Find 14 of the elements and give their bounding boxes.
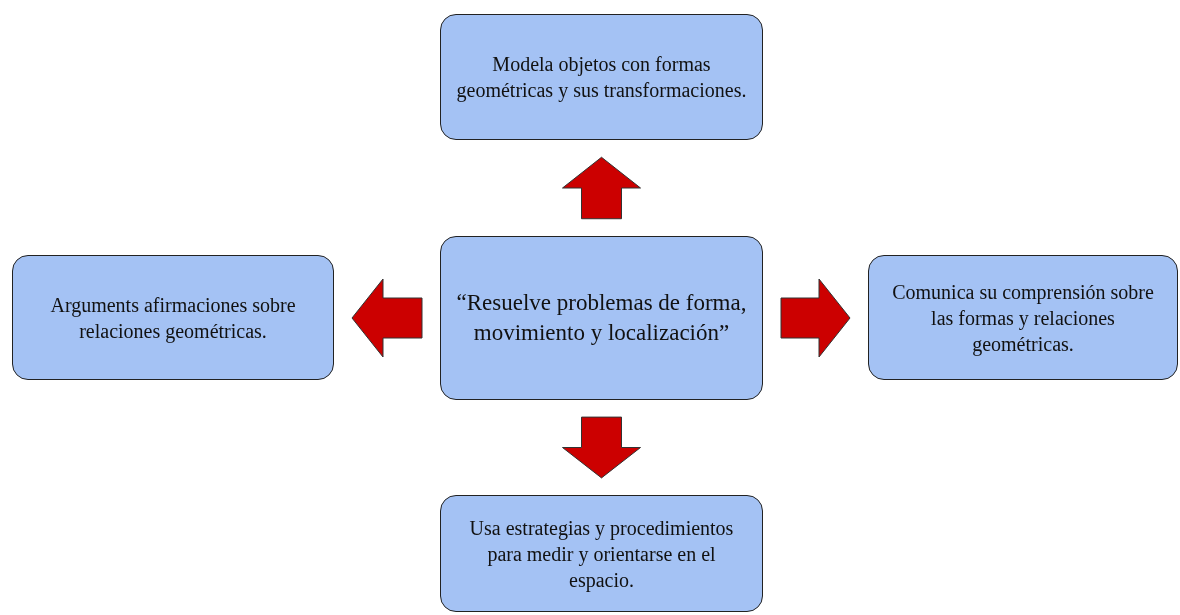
process-box [440,236,763,400]
arrow [562,156,641,220]
process-box [868,255,1178,380]
process-box [440,14,763,140]
process-box [440,495,763,612]
box-text: Comunica su comprensión sobre las formas y relaciones geométricas. [891,279,1155,357]
arrow [351,278,423,358]
arrow [562,416,641,479]
box-text: “Resuelve problemas de forma, movimiento y localización” [455,289,748,347]
arrow [780,278,851,358]
process-box [12,255,334,380]
box-text: Usa estrategias y procedimientos para medir y orientarse en el espacio. [468,515,735,593]
box-text: Arguments afirmaciones sobre relaciones geométricas. [49,292,297,344]
box-text: Modela objetos con formas geométricas y sus transformaciones. [455,52,748,103]
